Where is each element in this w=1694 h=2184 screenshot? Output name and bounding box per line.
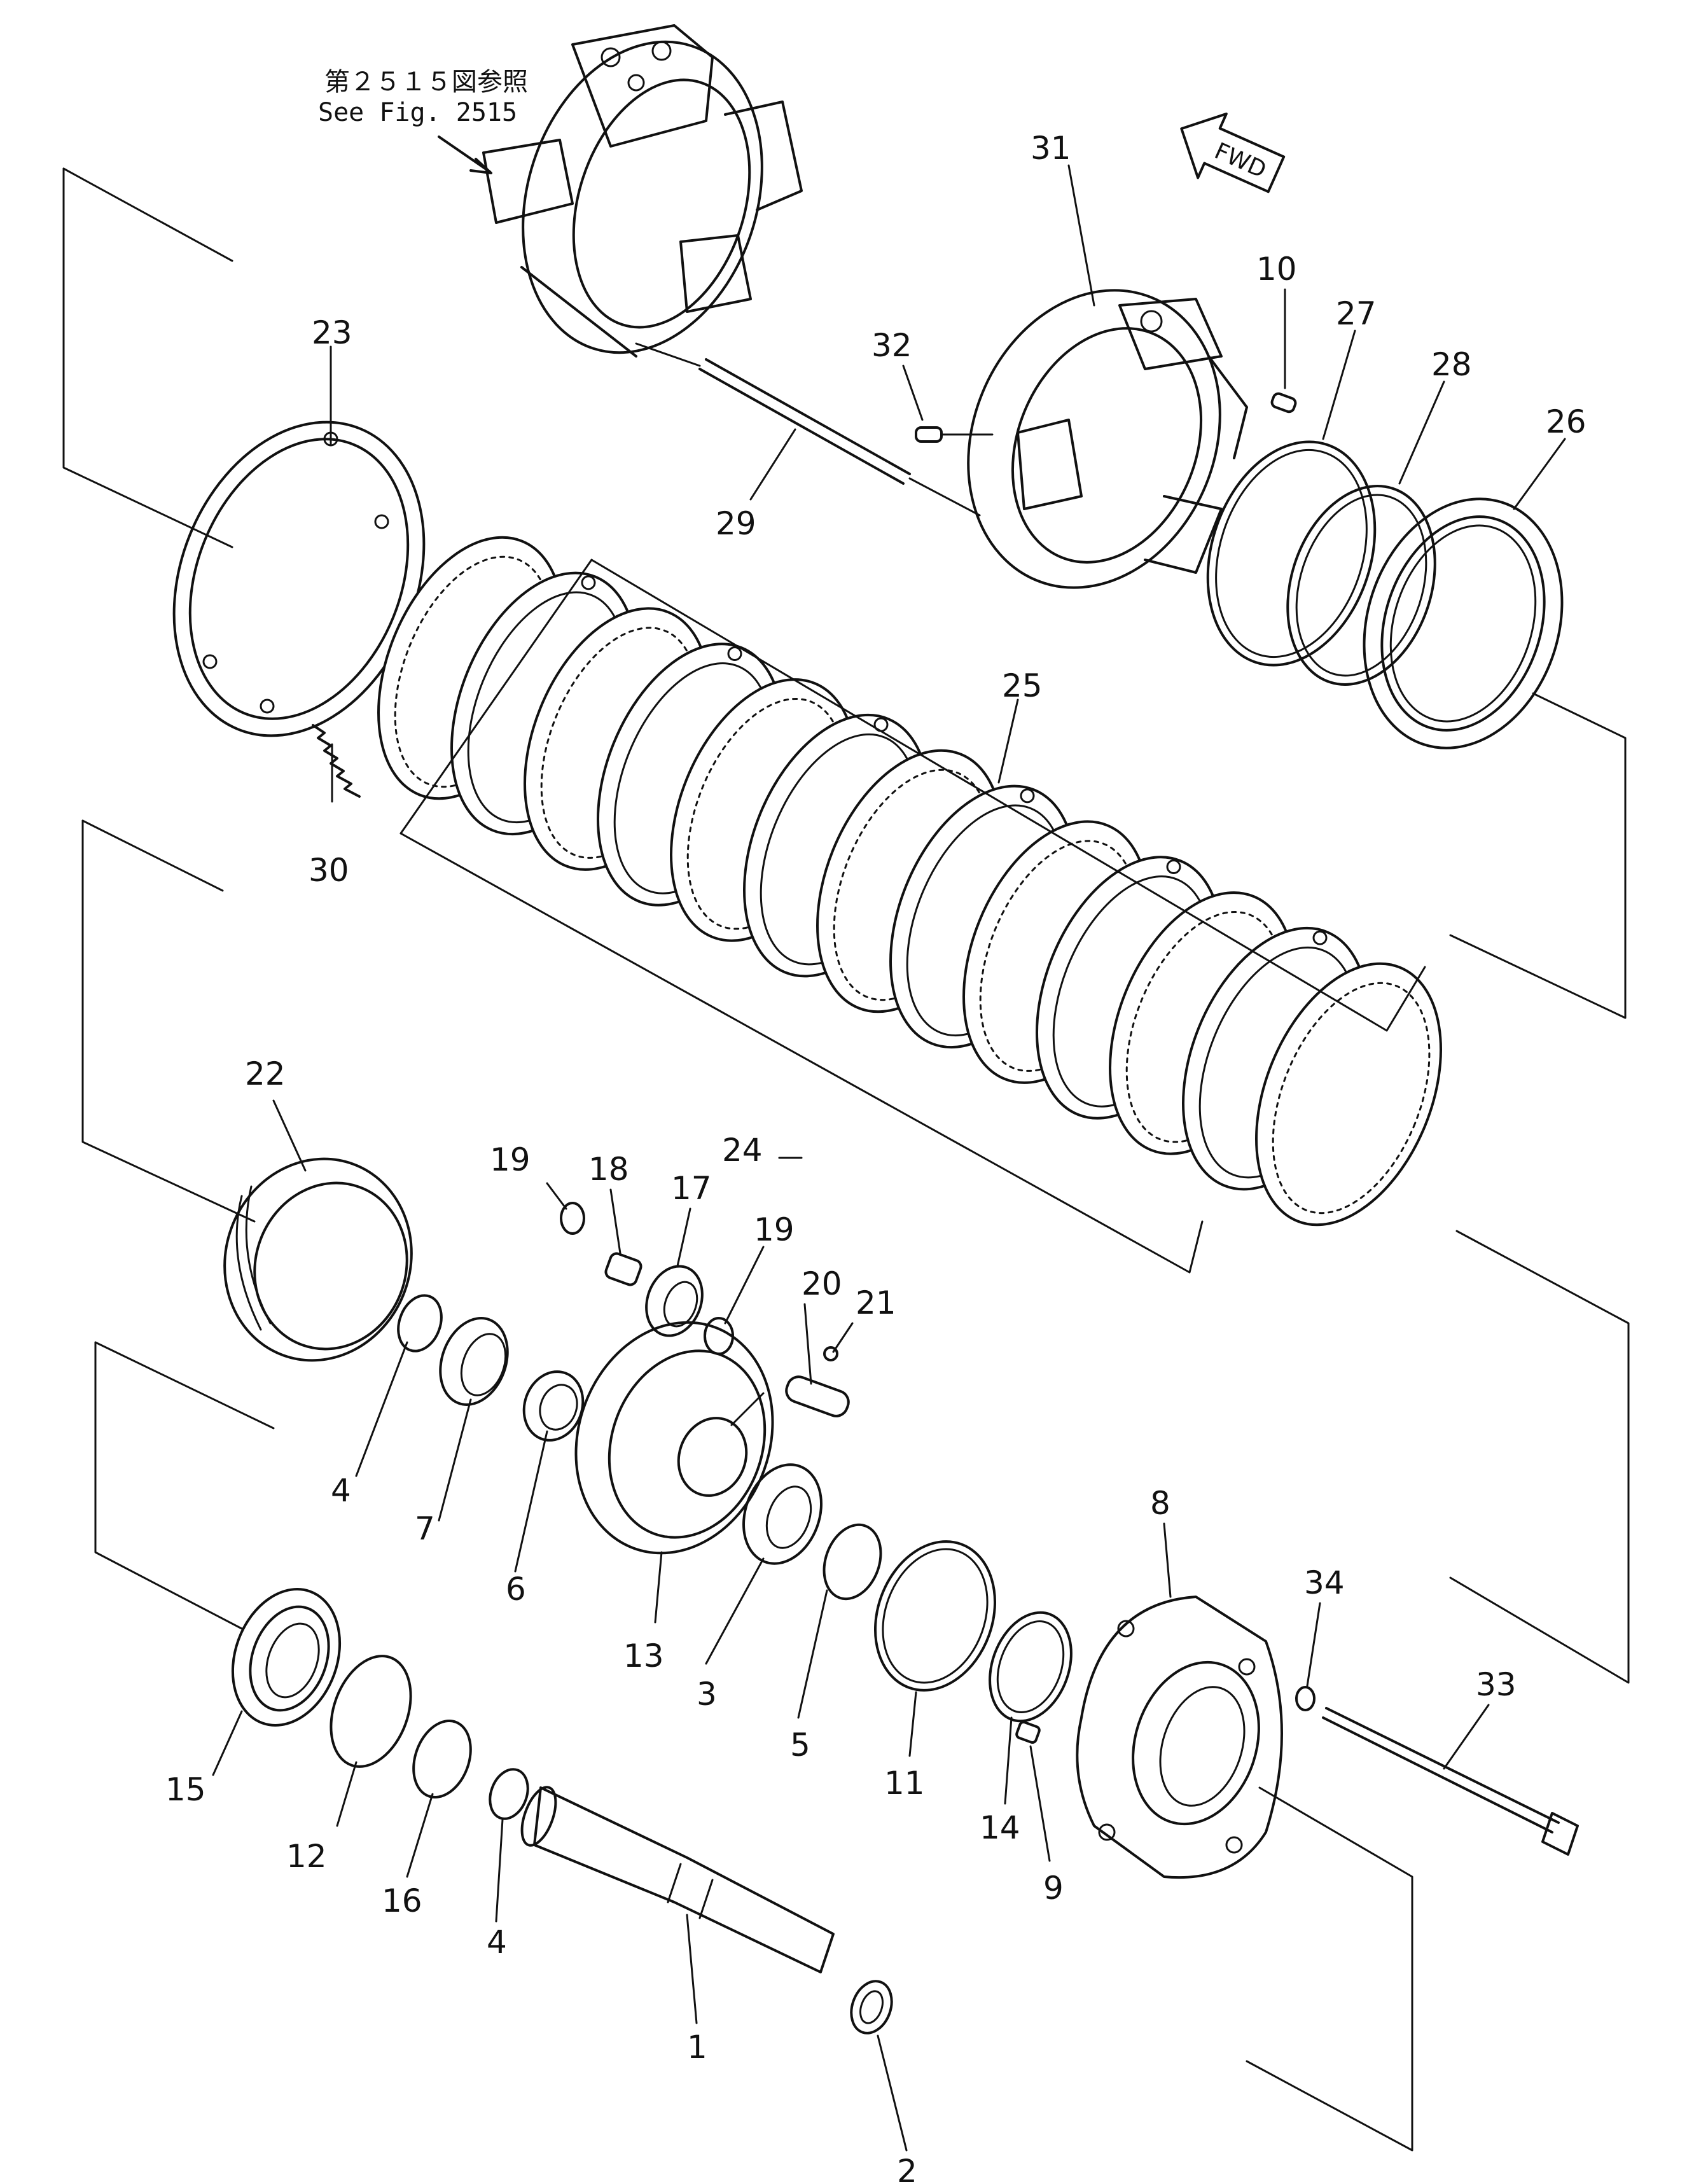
assembly-guide-lines [62, 167, 1630, 2152]
part-label-27: 27 [1336, 295, 1377, 332]
part-label-24: 24 [722, 1132, 763, 1169]
part-label-34: 34 [1304, 1564, 1345, 1601]
planet-pinion-group [560, 1202, 850, 1417]
output-shaft-1 [520, 1786, 893, 2034]
part-label-15: 15 [165, 1771, 206, 1808]
part-label-22: 22 [245, 1055, 286, 1092]
planet-carrier-13 [574, 1321, 774, 1555]
part-label-30: 30 [309, 852, 349, 889]
part-label-25: 25 [1002, 667, 1043, 704]
part-label-4b: 4 [487, 1924, 507, 1961]
part-label-19b: 19 [754, 1211, 795, 1248]
reference-arrow-head [469, 158, 492, 174]
plate-mounting-tab [1166, 859, 1181, 874]
part-label-14: 14 [980, 1809, 1020, 1846]
fwd-arrow-icon: FWD [1180, 112, 1286, 193]
reference-note-jp: 第２５１５図参照 [324, 67, 528, 97]
part-label-8: 8 [1150, 1485, 1170, 1522]
plate-mounting-tab [1312, 930, 1328, 945]
part-label-31: 31 [1031, 130, 1071, 167]
plate-mounting-tab [1020, 788, 1035, 803]
part-label-20: 20 [802, 1265, 842, 1302]
friction-disc [1255, 962, 1442, 1227]
pin-shaft-29 [635, 342, 981, 517]
small-pins [915, 392, 1297, 443]
part-label-19a: 19 [490, 1141, 531, 1178]
clutch-plate-stack [377, 536, 1442, 1227]
part-label-32: 32 [871, 327, 912, 364]
sun-gear-group [397, 1294, 585, 1442]
reference-note-en: See Fig. 2515 [318, 98, 517, 127]
part-label-11: 11 [884, 1765, 925, 1802]
bolt-and-washer [1295, 1686, 1579, 1856]
plate-inner-teeth [1272, 982, 1431, 1214]
bearing-and-rings-center [742, 1463, 1073, 1744]
ring-gear-22 [223, 1157, 413, 1362]
plate-outer-edge [1255, 962, 1442, 1227]
upper-housing [482, 24, 803, 358]
part-label-21: 21 [856, 1284, 896, 1321]
output-bearing-group [231, 1588, 529, 1820]
plate-stack-brackets [399, 559, 1426, 1274]
part-label-33: 33 [1476, 1666, 1517, 1703]
part-label-28: 28 [1431, 346, 1472, 383]
part-label-1: 1 [687, 2029, 707, 2066]
part-label-23: 23 [312, 314, 352, 351]
part-label-12: 12 [286, 1838, 327, 1875]
part-label-7: 7 [415, 1510, 435, 1547]
part-label-17: 17 [671, 1170, 712, 1207]
part-label-2: 2 [897, 2153, 917, 2184]
part-label-16: 16 [382, 1882, 422, 1919]
piston-and-seal-rings [1206, 440, 1564, 749]
plate-mounting-tab [581, 575, 596, 590]
part-label-13: 13 [623, 1638, 664, 1674]
leader-lines [212, 164, 1566, 2152]
reference-arrow-shaft [438, 136, 491, 173]
end-plate-23 [172, 421, 426, 737]
part-label-9: 9 [1043, 1870, 1064, 1907]
cover-8 [1076, 1596, 1283, 1879]
part-label-6: 6 [506, 1571, 526, 1608]
part-label-18: 18 [588, 1151, 629, 1188]
plate-mounting-tab [727, 646, 742, 661]
part-label-10: 10 [1256, 251, 1297, 288]
part-label-3: 3 [697, 1676, 717, 1713]
part-label-29: 29 [716, 505, 756, 542]
part-label-5: 5 [790, 1727, 810, 1763]
reference-note: 第２５１５図参照 See Fig. 2515 [318, 67, 528, 174]
part-label-4a: 4 [331, 1472, 351, 1509]
part-label-26: 26 [1546, 403, 1586, 440]
spring-30 [312, 724, 361, 798]
clutch-housing-31 [967, 289, 1248, 589]
part-number-labels: 31 10 27 28 26 32 29 23 25 30 22 19 18 1… [165, 130, 1586, 2184]
